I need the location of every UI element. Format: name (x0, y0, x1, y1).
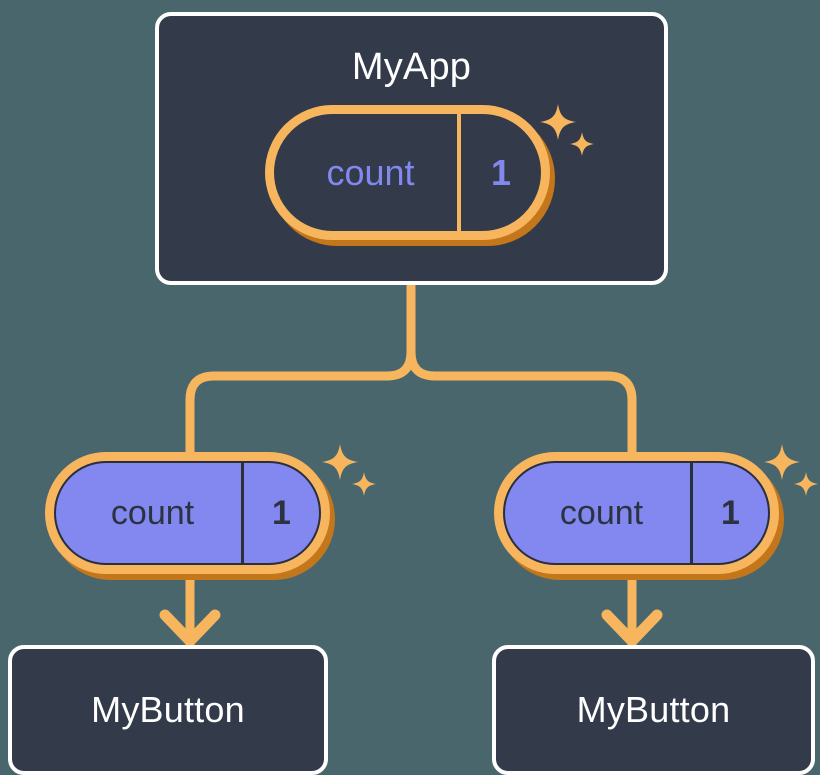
state-pill-root[interactable]: count 1 (265, 105, 550, 240)
state-pill-child-left-inner: count 1 (54, 461, 321, 565)
state-pill-child-right[interactable]: count 1 (494, 452, 779, 574)
arrow-down-icon-left (159, 609, 221, 647)
component-title-mybutton-right: MyButton (576, 689, 731, 730)
state-value-child-right: 1 (690, 463, 768, 563)
state-value-root: 1 (457, 114, 541, 231)
state-pill-child-right-inner: count 1 (503, 461, 770, 565)
state-name-root: count (326, 151, 415, 193)
state-name-child-left: count (110, 493, 195, 532)
connector-branch-left (185, 347, 416, 457)
component-title-myapp: MyApp (351, 46, 472, 88)
state-value-child-left: 1 (241, 463, 319, 563)
connector-branch-right (406, 347, 637, 457)
arrow-down-icon-right (601, 609, 663, 647)
state-pill-child-left[interactable]: count 1 (45, 452, 330, 574)
component-card-mybutton-right[interactable]: MyButton (492, 645, 815, 775)
component-title-mybutton-left: MyButton (91, 689, 245, 730)
state-pill-root-inner: count 1 (274, 114, 541, 231)
component-card-mybutton-left[interactable]: MyButton (8, 645, 328, 775)
state-name-child-right: count (559, 493, 644, 532)
